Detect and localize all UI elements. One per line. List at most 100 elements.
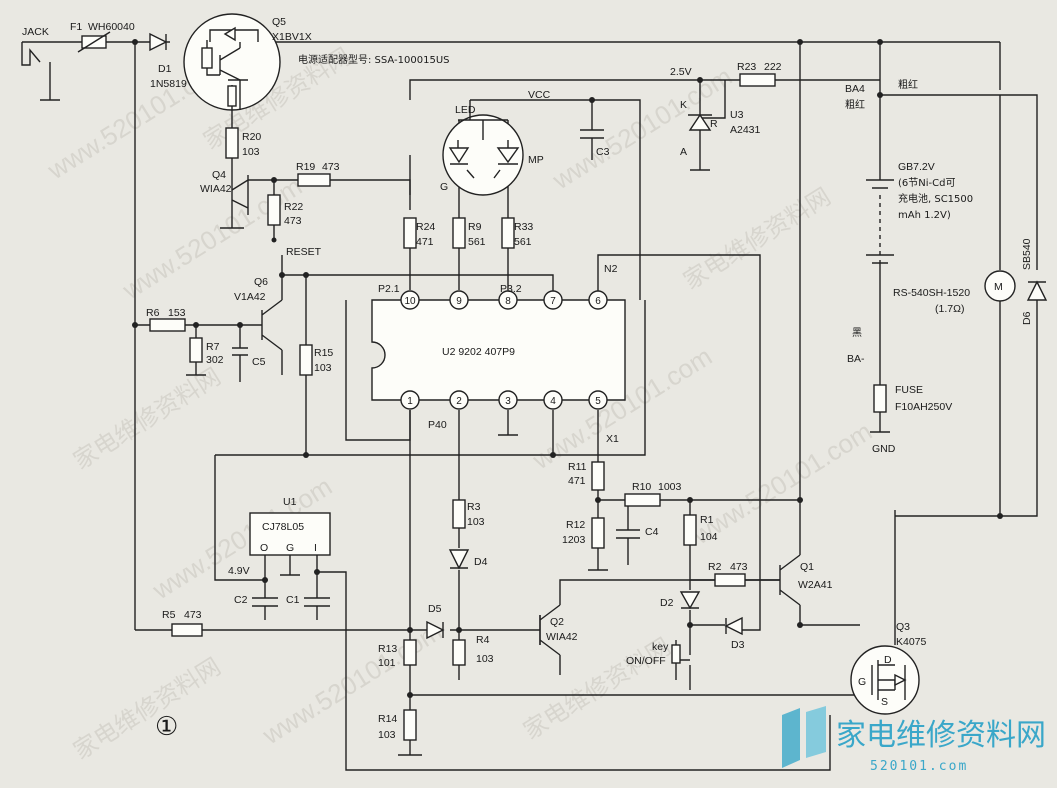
p32-label: P3.2 <box>500 283 522 295</box>
p21-label: P2.1 <box>378 283 400 295</box>
u2-top-pins: 10 9 8 7 6 <box>400 290 608 310</box>
c5-label: C5 <box>252 356 266 368</box>
led-mp-label: MP <box>528 154 544 166</box>
r19-value: 473 <box>322 161 340 173</box>
battery-desc-2: 充电池, SC1500 <box>898 192 973 205</box>
red-wire-label-2: 粗红 <box>898 78 918 91</box>
u2-bottom-pins: 1 2 3 4 5 <box>400 390 608 410</box>
pin-8: 8 <box>505 296 511 307</box>
u3-k-label: K <box>680 99 687 111</box>
junctions <box>132 39 1003 698</box>
pin-1: 1 <box>407 396 413 407</box>
r10-value: 1003 <box>658 481 682 493</box>
f1-label: F1 <box>70 21 82 33</box>
resistor-r3: R3 103 <box>452 499 485 529</box>
r9-value: 561 <box>468 236 486 248</box>
r2-value: 473 <box>730 561 748 573</box>
pin-4: 4 <box>550 396 556 407</box>
key-onoff-label: ON/OFF <box>626 655 666 667</box>
u3-value: A2431 <box>730 124 761 136</box>
pin-7: 7 <box>550 296 556 307</box>
motor-resistance: (1.7Ω) <box>935 303 964 315</box>
r33-label: R33 <box>514 221 533 233</box>
r12-label: R12 <box>566 519 585 531</box>
vcc-label: VCC <box>528 89 551 101</box>
pin-3: 3 <box>505 396 511 407</box>
u1-label: U1 <box>283 496 297 508</box>
r2-label: R2 <box>708 561 722 573</box>
diode-d1: D1 1N5819 <box>149 32 187 90</box>
watermark-cn: 家电维修资料网 <box>678 182 835 295</box>
r9-label: R9 <box>468 221 482 233</box>
r5-label: R5 <box>162 609 176 621</box>
q3-d-label: D <box>884 654 892 666</box>
r13-label: R13 <box>378 643 397 655</box>
r1-label: R1 <box>700 514 714 526</box>
q3-g-label: G <box>858 676 866 688</box>
r7-label: R7 <box>206 341 220 353</box>
motor: M M RS-540SH-1520 (1.7Ω) <box>893 270 1016 315</box>
v25-label: 2.5V <box>670 66 692 78</box>
regulator-u1: U1 CJ78L05 O G I 4.9V C2 C1 <box>228 496 331 606</box>
resistor-r22: R22 473 RESET <box>267 194 322 258</box>
pin-6: 6 <box>595 296 601 307</box>
diode-d5: D5 <box>426 603 445 640</box>
r7-value: 302 <box>206 354 224 366</box>
f1-value: WH60040 <box>88 21 135 33</box>
r19-label: R19 <box>296 161 315 173</box>
diagram-number: ① <box>155 712 178 742</box>
black-wire-label: 黑 <box>852 327 862 339</box>
diode-d3: D3 <box>724 616 745 651</box>
q2-value: WIA42 <box>546 631 578 643</box>
ba4-label: BA4 <box>845 83 865 95</box>
resistor-r14: R14 103 <box>378 709 417 741</box>
motor-symbol: M <box>994 281 1003 293</box>
fuse-value: F10AH250V <box>895 401 952 413</box>
d3-label: D3 <box>731 639 745 651</box>
transistor-q1: Q1 W2A41 <box>798 561 833 591</box>
diode-d2: D2 <box>660 591 701 610</box>
q3-value: K4075 <box>896 636 927 648</box>
q6-value: V1A42 <box>234 291 266 303</box>
gnd-label: GND <box>872 443 896 455</box>
r22-value: 473 <box>284 215 302 227</box>
resistor-r12: R12 1203 <box>562 517 605 549</box>
pin-5: 5 <box>595 396 601 407</box>
led-bicolor: LED VCC G MP <box>440 89 551 196</box>
resistor-r19: R19 473 <box>296 161 340 187</box>
u3-a-label: A <box>680 146 687 158</box>
battery-ba4: BA4 粗红 粗红 GB7.2V (6节Ni-Cd可 充电池, SC1500 m… <box>845 78 973 365</box>
r11-value: 471 <box>568 475 586 487</box>
q5-value: X1BV1X <box>272 31 312 43</box>
u3-r-label: R <box>710 118 718 130</box>
resistor-r6: R6 153 <box>146 307 186 332</box>
fuse-main: FUSE F10AH250V GND <box>872 384 952 455</box>
led-g-label: G <box>440 181 448 193</box>
r5-value: 473 <box>184 609 202 621</box>
watermark-cn: 家电维修资料网 <box>68 362 225 475</box>
regulator-u3: 2.5V K R A U3 A2431 <box>670 66 761 160</box>
red-wire-label-1: 粗红 <box>845 98 865 111</box>
r6-value: 153 <box>168 307 186 319</box>
pin-2: 2 <box>456 396 462 407</box>
led-label: LED <box>455 104 476 116</box>
r4-value: 103 <box>476 653 494 665</box>
key-switch: key ON/OFF <box>626 640 691 680</box>
r3-value: 103 <box>467 516 485 528</box>
r20-value: 103 <box>242 146 260 158</box>
c3-label: C3 <box>596 146 610 158</box>
r1-value: 104 <box>700 531 718 543</box>
resistor-r24: R24 471 <box>403 217 435 249</box>
u1-i-label: I <box>314 542 317 554</box>
r22-label: R22 <box>284 201 303 213</box>
q6-label: Q6 <box>254 276 268 288</box>
reset-label: RESET <box>286 246 322 258</box>
pin-10: 10 <box>404 296 416 307</box>
d6-label: D6 <box>1021 311 1033 325</box>
transistor-q6: Q6 V1A42 <box>234 276 268 303</box>
r24-value: 471 <box>416 236 434 248</box>
site-logo: 家电维修资料网 520101.com <box>782 706 1046 774</box>
r23-label: R23 <box>737 61 756 73</box>
